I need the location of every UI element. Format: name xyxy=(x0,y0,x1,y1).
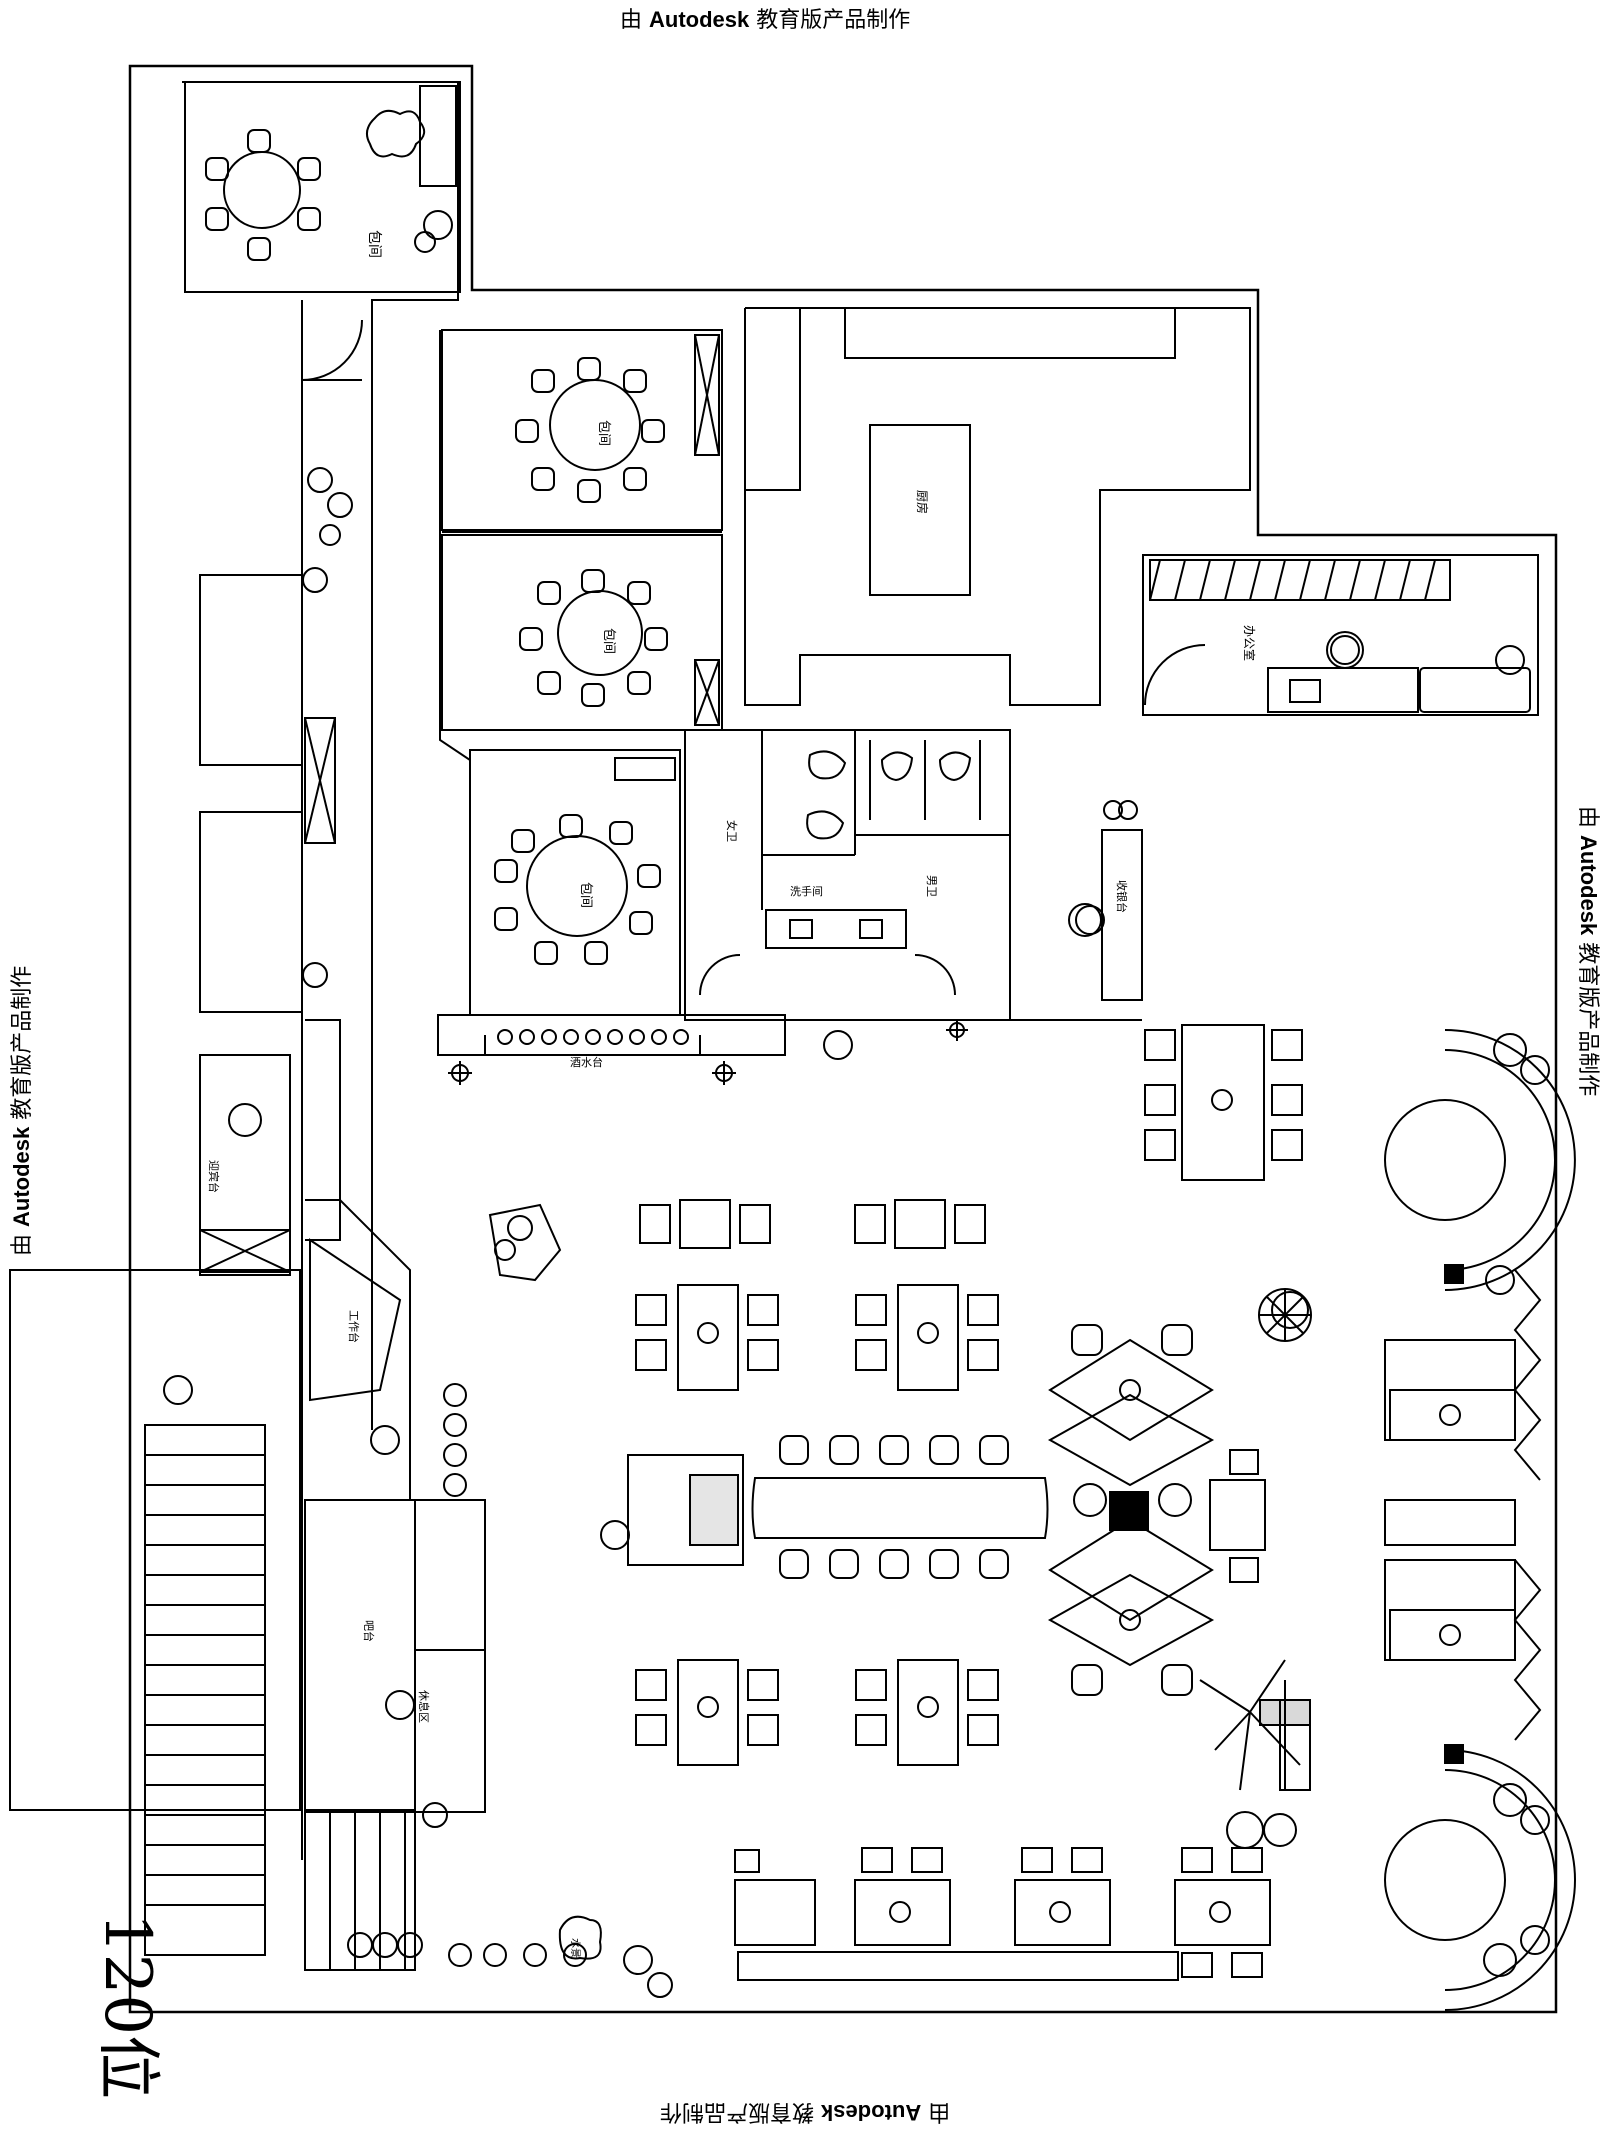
vip-c-label: 包间 xyxy=(578,882,593,908)
vip-room-b: 包间 xyxy=(519,569,720,726)
central-feature xyxy=(1047,1324,1266,1696)
watermark-top: 由 Autodesk 教育版产品制作 xyxy=(620,7,911,33)
side-table-label: 工作台 xyxy=(347,1310,361,1343)
bar-counter: 酒水台 xyxy=(437,1014,786,1085)
outer-walls xyxy=(9,64,1558,2014)
vip-room-a: 包间 xyxy=(515,334,720,503)
kitchen: 厨房 xyxy=(744,307,1251,706)
vip-room-c: 包间 xyxy=(494,757,676,965)
vip-b-label: 包间 xyxy=(601,628,616,654)
wash-label: 洗手间 xyxy=(790,884,823,898)
vip-rooms-column xyxy=(439,329,723,1016)
dining-tables-4top xyxy=(635,1199,999,1766)
dry-tree xyxy=(1199,1659,1311,1791)
host-station: 迎宾台 工作台 吧台 休息区 xyxy=(163,635,1525,1723)
pond: 水景 xyxy=(488,1203,602,1960)
cashier-label: 收银台 xyxy=(1115,880,1129,913)
cashier-desk: 收银台 xyxy=(946,800,1143,1041)
vip-room-top: 包间 xyxy=(184,81,461,293)
vip-a-label: 包间 xyxy=(596,420,611,446)
stairs-bottom xyxy=(304,1809,416,1971)
right-booths xyxy=(1144,1024,1576,2011)
plants xyxy=(302,467,1550,1998)
stairs-left xyxy=(145,1454,265,1906)
reception-label: 吧台 xyxy=(362,1620,376,1642)
compass-icon xyxy=(1258,1288,1312,1342)
office: 办公室 xyxy=(1142,554,1539,716)
bar-label: 酒水台 xyxy=(570,1055,603,1069)
vip-top-label: 包间 xyxy=(366,230,382,258)
host-station-label: 迎宾台 xyxy=(207,1160,221,1193)
restrooms: 女卫 男卫 洗手间 xyxy=(684,729,1011,1021)
toilet-women-label: 女卫 xyxy=(725,820,739,842)
kitchen-label: 厨房 xyxy=(915,490,930,514)
bottom-tables xyxy=(734,1847,1271,1981)
rest-area-label: 休息区 xyxy=(417,1690,431,1723)
pond-label: 水景 xyxy=(569,1938,581,1958)
toilet-men-label: 男卫 xyxy=(925,875,938,897)
office-label: 办公室 xyxy=(1242,625,1257,661)
long-table xyxy=(627,1435,1049,1579)
